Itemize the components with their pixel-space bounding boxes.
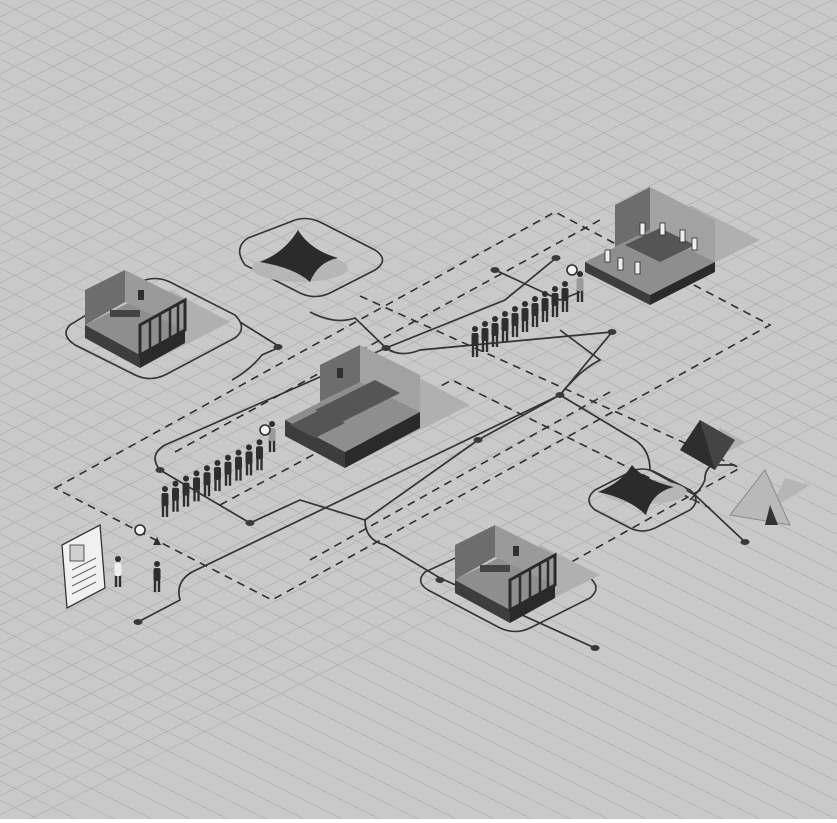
route-node — [741, 539, 750, 545]
route-node — [491, 267, 500, 273]
route-node — [156, 467, 165, 473]
magnifier-icon — [567, 265, 577, 275]
route-node — [591, 645, 600, 651]
route-node — [552, 255, 561, 261]
cell-bench — [480, 565, 510, 572]
route-node — [608, 329, 617, 335]
route-node — [274, 344, 283, 350]
cell-bench — [110, 310, 140, 317]
cell-window — [138, 290, 144, 300]
route-node — [382, 345, 391, 351]
route-node — [556, 392, 565, 398]
room-window — [337, 368, 343, 378]
route-node — [474, 437, 483, 443]
magnifier-icon — [135, 525, 145, 535]
route-node — [246, 520, 255, 526]
magnifier-icon — [260, 425, 270, 435]
poster-photo — [70, 545, 84, 561]
route-node — [134, 619, 143, 625]
route-node — [436, 577, 445, 583]
cell-window — [513, 546, 519, 556]
